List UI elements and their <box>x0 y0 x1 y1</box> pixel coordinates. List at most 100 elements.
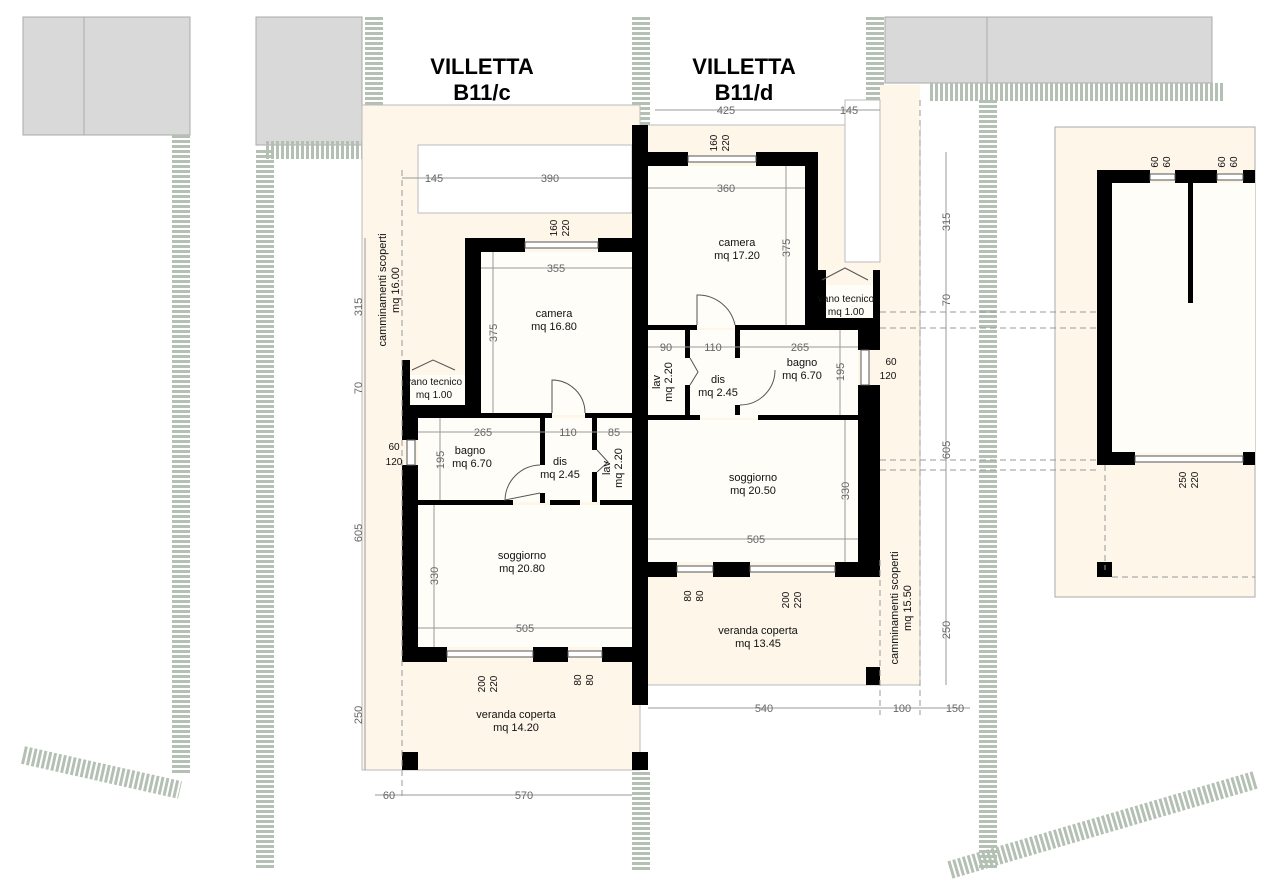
room-area: mq 6.70 <box>452 458 492 470</box>
dim-label: 360 <box>717 183 735 195</box>
room-area: mq 16.80 <box>531 321 577 333</box>
room-area: mq 2.20 <box>613 448 625 488</box>
dim-label: 195 <box>435 451 447 469</box>
room-name: soggiorno <box>498 550 546 562</box>
room-area: mq 2.45 <box>698 387 738 399</box>
hedges <box>21 17 1258 879</box>
window-label: 60 <box>1229 156 1240 168</box>
dim-label: 605 <box>941 441 953 459</box>
room-name: bagno <box>455 445 486 457</box>
room-name: veranda coperta <box>476 709 556 721</box>
dim-label: 85 <box>608 427 620 439</box>
dim-label: 265 <box>791 342 809 354</box>
dim-label: 505 <box>747 534 765 546</box>
dim-label: 110 <box>559 427 577 439</box>
room-name: vano tecnico <box>406 377 463 388</box>
window-label: 200 <box>781 591 792 608</box>
dim-label: 540 <box>755 703 773 715</box>
window-label: 220 <box>793 591 804 608</box>
dim-label: 330 <box>840 482 852 500</box>
window-label: 60 <box>388 442 400 453</box>
neighbor-dims: 60 60 60 60 250 220 <box>1150 156 1240 488</box>
window-label: 220 <box>1190 471 1201 488</box>
window-label: 60 <box>1150 156 1161 168</box>
dim-label: 605 <box>353 524 365 542</box>
dim-label: 70 <box>353 382 365 394</box>
window-label: 220 <box>721 134 732 151</box>
room-area: mq 14.20 <box>493 722 539 734</box>
room-area: mq 15.50 <box>902 585 914 631</box>
villetta-c-title-1: VILLETTA <box>430 54 534 79</box>
window-label: 250 <box>1178 471 1189 488</box>
dim-label: 195 <box>835 363 847 381</box>
dim-label: 60 <box>383 790 395 802</box>
dim-label: 250 <box>353 706 365 724</box>
window-label: 120 <box>880 371 897 382</box>
window-label: 60 <box>1217 156 1228 168</box>
room-name: camera <box>719 237 757 249</box>
room-area: mq 13.45 <box>735 638 781 650</box>
room-name: soggiorno <box>729 472 777 484</box>
dim-label: 145 <box>425 173 443 185</box>
dim-label: 315 <box>353 298 365 316</box>
dim-label: 330 <box>429 567 441 585</box>
room-name: vano tecnico <box>818 294 875 305</box>
dim-label: 90 <box>660 342 672 354</box>
window-label: 60 <box>1162 156 1173 168</box>
dim-label: 150 <box>946 703 964 715</box>
villetta-d-title-2: B11/d <box>715 80 774 105</box>
room-name: camminamenti scoperti <box>889 551 901 664</box>
window-label: 160 <box>549 219 560 236</box>
room-area: mq 2.20 <box>663 362 675 402</box>
villetta-d-title-1: VILLETTA <box>692 54 796 79</box>
window-label: 60 <box>885 357 897 368</box>
window-label: 80 <box>573 674 584 686</box>
window-label: 120 <box>386 457 403 468</box>
dim-label: 425 <box>717 105 735 117</box>
villetta-d-rooms: camera mq 17.20 bagno mq 6.70 dis mq 2.4… <box>651 237 914 665</box>
room-area: mq 16.00 <box>390 267 402 313</box>
room-name: lav <box>601 460 613 475</box>
window-label: 160 <box>709 134 720 151</box>
windows <box>406 155 1244 658</box>
window-label: 80 <box>683 590 694 602</box>
room-area: mq 1.00 <box>828 307 865 318</box>
dim-label: 390 <box>541 173 559 185</box>
dim-label: 315 <box>941 213 953 231</box>
villetta-c-title-2: B11/c <box>453 80 511 105</box>
dim-label: 110 <box>704 342 722 354</box>
walls <box>402 125 1255 770</box>
door-swings <box>411 267 869 501</box>
room-area: mq 2.45 <box>540 469 580 481</box>
dim-label: 70 <box>941 294 953 306</box>
room-name: lav <box>651 374 663 389</box>
room-area: mq 17.20 <box>714 250 760 262</box>
dim-label: 145 <box>840 105 858 117</box>
villetta-c-dims: 145 390 355 375 315 70 265 110 85 195 60… <box>353 173 620 802</box>
dim-label: 570 <box>515 790 533 802</box>
window-label: 220 <box>561 219 572 236</box>
window-label: 200 <box>477 675 488 692</box>
room-area: mq 20.50 <box>730 485 776 497</box>
room-area: mq 20.80 <box>499 563 545 575</box>
dim-label: 375 <box>488 324 500 342</box>
neighbor-buildings <box>22 16 1213 146</box>
room-area: mq 6.70 <box>782 370 822 382</box>
room-area: mq 1.00 <box>416 390 453 401</box>
room-name: dis <box>553 456 568 468</box>
dimension-lines <box>364 100 1255 800</box>
villetta-d-dims: 425 145 360 375 315 70 90 110 265 195 60… <box>660 105 964 715</box>
dim-label: 250 <box>941 621 953 639</box>
dim-label: 355 <box>547 263 565 275</box>
window-label: 220 <box>489 675 500 692</box>
dim-label: 505 <box>516 623 534 635</box>
dim-label: 265 <box>474 427 492 439</box>
room-name: dis <box>711 374 726 386</box>
room-name: veranda coperta <box>718 625 798 637</box>
room-name: camminamenti scoperti <box>377 233 389 346</box>
window-label: 80 <box>695 590 706 602</box>
window-label: 80 <box>585 674 596 686</box>
dim-label: 100 <box>893 703 911 715</box>
villetta-c-rooms: camera mq 16.80 bagno mq 6.70 dis mq 2.4… <box>377 233 625 734</box>
